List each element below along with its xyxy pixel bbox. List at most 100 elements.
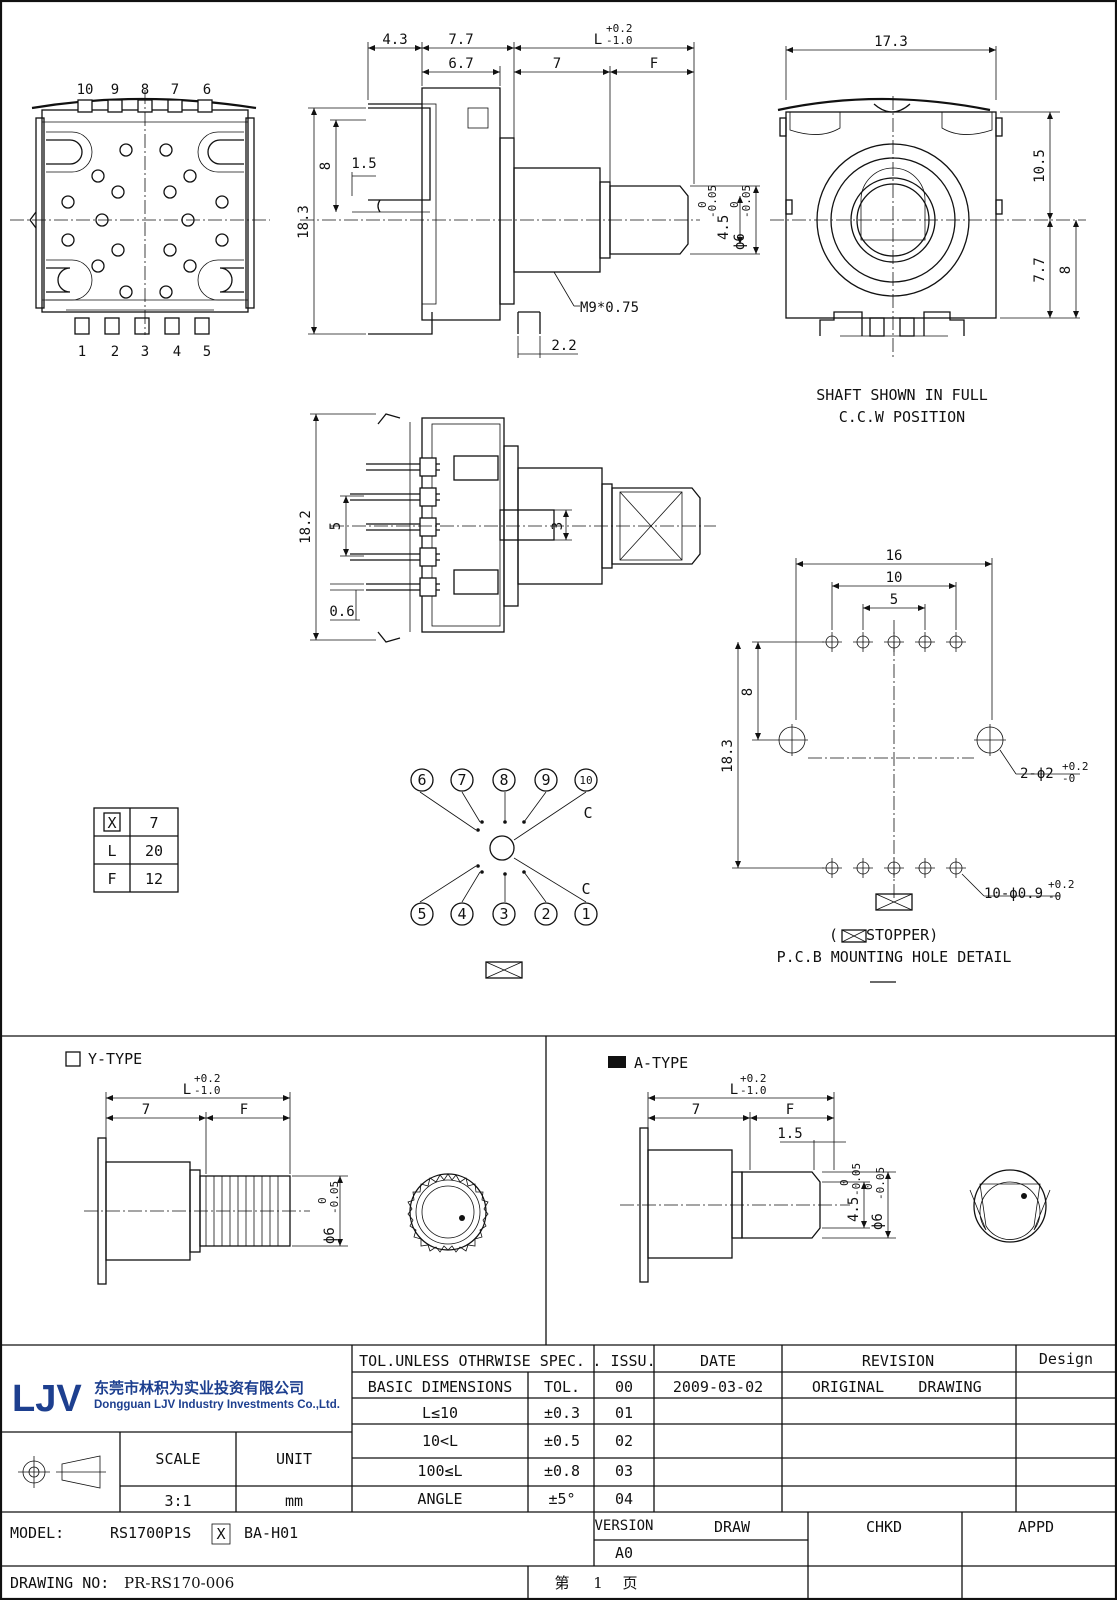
pin-label-6: 6 xyxy=(203,82,211,98)
a-dim-7: 7 xyxy=(692,1102,700,1118)
a-dim-l-dn: -1.0 xyxy=(740,1084,767,1097)
unit-label: UNIT xyxy=(276,1450,312,1468)
tol-header: TOL.UNLESS OTHRWISE SPEC. xyxy=(359,1352,585,1370)
issue-01: 01 xyxy=(615,1404,633,1422)
schematic-pin-1: 1 xyxy=(581,905,590,923)
pcb-hole-small-tol-dn: -0 xyxy=(1048,890,1061,903)
title-block: LJV 东莞市林积为实业投资有限公司 Dongguan LJV Industry… xyxy=(1,1344,1116,1599)
a-dim-1-5: 1.5 xyxy=(777,1126,802,1142)
issue-04: 04 xyxy=(615,1490,633,1508)
a-dim-phi6: ϕ6 xyxy=(870,1213,886,1230)
unit-value: mm xyxy=(285,1492,303,1510)
dim-l-tol-up: +0.2 xyxy=(606,22,633,35)
dim-4-5-tol: -0.05 xyxy=(706,185,719,218)
schematic-pin-3: 3 xyxy=(499,905,508,923)
pcb-hole-big: 2-ϕ2 xyxy=(1020,766,1054,782)
variant-value-f: 12 xyxy=(145,870,163,888)
pin-label-10: 10 xyxy=(77,82,94,98)
dim-18-3: 18.3 xyxy=(296,205,312,239)
side-view: 4.3 7.7 6.7 7 F L +0.2 -1.0 18.3 8 1.5 4… xyxy=(296,22,760,358)
schematic-pin-8: 8 xyxy=(499,771,508,789)
dim-5-section: 5 xyxy=(328,522,344,530)
dim-2-2: 2.2 xyxy=(551,338,576,354)
schematic-pin-6: 6 xyxy=(417,771,426,789)
dim-l: L xyxy=(594,32,602,48)
dim-4-5: 4.5 xyxy=(716,215,732,240)
terminal-view: 10 9 8 7 6 1 2 3 4 5 xyxy=(10,82,270,360)
company-logo: LJV xyxy=(12,1378,82,1420)
caption-shaft-1: SHAFT SHOWN IN FULL xyxy=(816,386,988,404)
y-dim-l: L xyxy=(183,1082,191,1098)
dim-10-5: 10.5 xyxy=(1032,149,1048,183)
y-dim-phi6-tol0: 0 xyxy=(316,1197,329,1204)
revision-first-b: DRAWING xyxy=(918,1378,981,1396)
pin-label-8: 8 xyxy=(141,82,149,98)
dim-17-3: 17.3 xyxy=(874,34,908,50)
pin-label-4: 4 xyxy=(173,344,181,360)
dim-18-2: 18.2 xyxy=(298,510,314,544)
y-type-checkbox xyxy=(65,1051,81,1067)
dim-phi6: ϕ6 xyxy=(732,233,748,250)
drawing-no-value: PR-RS170-006 xyxy=(124,1574,234,1592)
scale-value: 3:1 xyxy=(164,1492,191,1510)
schematic-pin-9: 9 xyxy=(541,771,550,789)
pcb-caption-stopper: STOPPER) xyxy=(866,926,938,944)
switch-schematic: 6 7 8 9 10 5 4 3 2 1 C C xyxy=(410,768,598,979)
page-prefix: 第 xyxy=(554,1574,569,1592)
tol-row-1-tol: ±0.5 xyxy=(544,1432,580,1450)
tol-row-3-tol: ±5° xyxy=(548,1490,575,1508)
draw-label: DRAW xyxy=(714,1518,751,1536)
a-type-checkbox xyxy=(608,1056,626,1068)
a-dim-4-5-tol0: 0 xyxy=(838,1179,851,1186)
pin-label-3: 3 xyxy=(141,344,149,360)
pcb-hole-big-tol-up: +0.2 xyxy=(1062,760,1089,773)
variant-value-l: 20 xyxy=(145,842,163,860)
pin-label-1: 1 xyxy=(78,344,86,360)
model-value-x: X xyxy=(216,1525,225,1543)
schematic-pin-5: 5 xyxy=(417,905,426,923)
dim-7: 7 xyxy=(553,56,561,72)
projection-symbol xyxy=(18,1455,106,1489)
pcb-hole-small: 10-ϕ0.9 xyxy=(984,886,1043,902)
version-value: A0 xyxy=(615,1544,633,1562)
date-first: 2009-03-02 xyxy=(673,1378,763,1396)
dim-8: 8 xyxy=(318,162,334,170)
revision-first-a: ORIGINAL xyxy=(812,1378,884,1396)
tol-row-0-dim: L≤10 xyxy=(422,1404,458,1422)
y-type-title: Y-TYPE xyxy=(88,1050,142,1068)
y-type-variant: Y-TYPE L +0.2 -1.0 7 F ϕ6 -0.05 0 xyxy=(65,1050,489,1285)
dim-7-7-front: 7.7 xyxy=(1032,257,1048,282)
y-dim-f: F xyxy=(240,1102,248,1118)
dim-0-6: 0.6 xyxy=(329,604,354,620)
drawing-no-label: DRAWING NO: xyxy=(10,1574,109,1592)
version-label: VERSION xyxy=(594,1518,653,1534)
page-number: 1 xyxy=(593,1574,603,1592)
tol-row-1-dim: 10<L xyxy=(422,1432,458,1450)
dim-4-3: 4.3 xyxy=(382,32,407,48)
issue-02: 02 xyxy=(615,1432,633,1450)
schematic-pin-4: 4 xyxy=(457,905,466,923)
issue-00: 00 xyxy=(615,1378,633,1396)
y-dim-l-dn: -1.0 xyxy=(194,1084,221,1097)
variant-key-l: L xyxy=(107,842,116,860)
basic-dims-header: BASIC DIMENSIONS xyxy=(368,1378,513,1396)
pcb-caption-open: ( xyxy=(829,926,838,944)
variant-key-x: X xyxy=(107,814,116,832)
schematic-pin-10: 10 xyxy=(579,774,592,787)
a-dim-phi6-tol: -0.05 xyxy=(874,1167,887,1200)
dim-l-tol-dn: -1.0 xyxy=(606,34,633,47)
dim-phi6-tol0: 0 xyxy=(728,201,741,208)
y-dim-l-up: +0.2 xyxy=(194,1072,221,1085)
schematic-common-top: C xyxy=(583,804,592,822)
pcb-dim-16: 16 xyxy=(886,548,903,564)
dim-thread: M9*0.75 xyxy=(580,300,639,316)
pcb-dim-5: 5 xyxy=(890,592,898,608)
dim-1-5: 1.5 xyxy=(351,156,376,172)
a-type-variant: A-TYPE L +0.2 -1.0 7 F 1.5 4.5 -0.05 0 ϕ… xyxy=(608,1054,1051,1283)
pcb-hole-big-tol-dn: -0 xyxy=(1062,772,1075,785)
revision-header: REVISION xyxy=(862,1352,934,1370)
a-dim-phi6-tol0: 0 xyxy=(862,1183,875,1190)
pcb-stopper-symbol xyxy=(875,893,913,911)
